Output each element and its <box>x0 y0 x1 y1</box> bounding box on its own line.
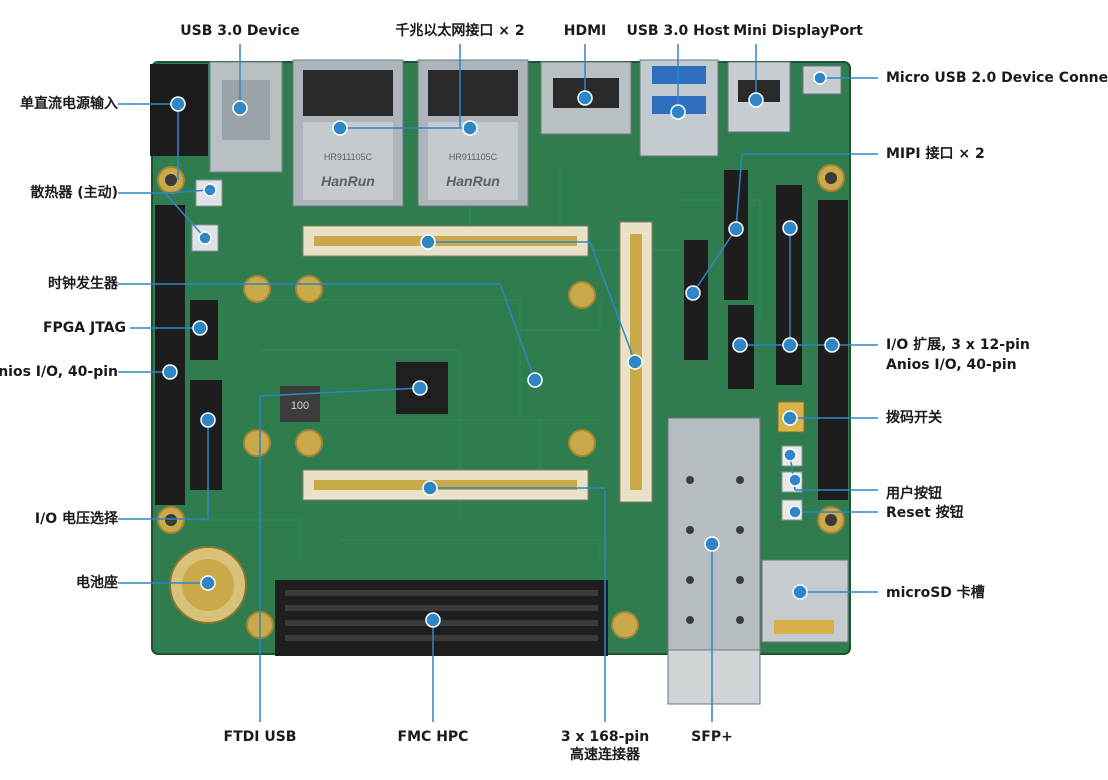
rj45-left <box>292 59 404 207</box>
label-hs-connector: 高速连接器 <box>570 747 640 763</box>
label-user-button: 用户按钮 <box>886 486 942 502</box>
label-anios-io-right: Anios I/O, 40-pin <box>886 357 1017 373</box>
label-clock-generator: 时钟发生器 <box>48 276 118 292</box>
label-usb3-host: USB 3.0 Host <box>626 23 730 39</box>
label-micro-usb: Micro USB 2.0 Device Connector <box>886 70 1108 86</box>
label-fpga-jtag: FPGA JTAG <box>42 320 126 336</box>
label-microsd: microSD 卡槽 <box>886 585 985 601</box>
label-sfp: SFP+ <box>691 729 733 745</box>
rj45-brand-right: HanRun <box>446 173 500 189</box>
inductor-label: 100 <box>291 400 309 412</box>
label-io-voltage: I/O 电压选择 <box>34 511 118 527</box>
label-mini-displayport: Mini DisplayPort <box>733 23 863 39</box>
label-hdmi: HDMI <box>563 23 607 39</box>
label-mipi: MIPI 接口 × 2 <box>886 146 985 162</box>
label-ftdi-usb: FTDI USB <box>223 729 297 745</box>
label-battery: 电池座 <box>76 575 118 591</box>
label-anios-io-left: Anios I/O, 40-pin <box>0 364 118 380</box>
callout-dots <box>162 71 840 628</box>
label-gigabit-ethernet: 千兆以太网接口 × 2 <box>395 23 525 39</box>
rj45-part-right: HR911105C <box>449 152 498 162</box>
label-heatsink: 散热器 (主动) <box>30 185 118 201</box>
label-fmc-hpc: FMC HPC <box>397 729 469 745</box>
label-dc-power: 单直流电源输入 <box>20 96 118 112</box>
io-header-2 <box>776 185 802 385</box>
label-usb3-device: USB 3.0 Device <box>180 23 300 39</box>
rj45-brand-left: HanRun <box>321 173 375 189</box>
io-voltage-header <box>190 380 222 490</box>
inductor <box>280 386 320 422</box>
label-io-expansion: I/O 扩展, 3 x 12-pin <box>886 337 1030 353</box>
label-reset-button: Reset 按钮 <box>886 505 964 521</box>
callout-lines <box>118 44 878 722</box>
label-hs-connector-count: 3 x 168-pin <box>560 729 650 745</box>
rj45-part-left: HR911105C <box>324 152 373 162</box>
label-dip-switch: 拨码开关 <box>886 410 942 426</box>
left-header <box>155 205 185 505</box>
mounting-holes <box>157 164 845 639</box>
